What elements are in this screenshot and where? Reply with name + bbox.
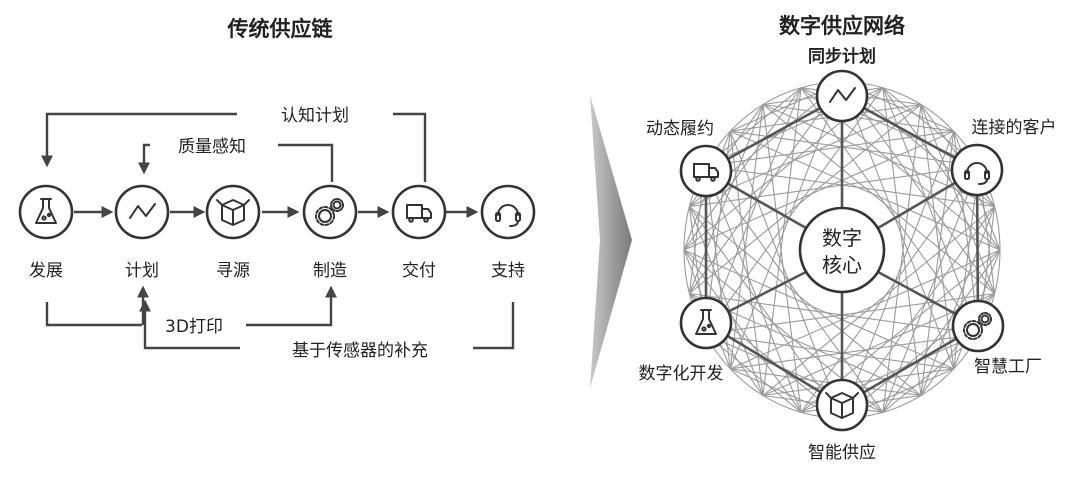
mesh-line	[762, 103, 954, 132]
digital-core: 数字 核心	[798, 206, 886, 294]
mesh-line	[762, 368, 954, 397]
right-node-label: 智能供应	[808, 443, 876, 463]
transition-arrow	[590, 95, 632, 388]
right-node-label: 连接的客户	[972, 118, 1057, 138]
right-node-label: 智慧工厂	[974, 357, 1042, 377]
right-node-label: 数字化开发	[639, 364, 724, 384]
label-3d-printing: 3D打印	[165, 317, 223, 337]
core-label-line1: 数字	[822, 226, 862, 250]
mesh-line	[683, 249, 802, 413]
right-node-label: 动态履约	[646, 119, 714, 139]
mesh-line	[882, 249, 1001, 413]
truck-icon	[693, 163, 719, 182]
left-node-plan: 计划	[114, 184, 170, 281]
mesh-line	[730, 130, 1001, 251]
mesh-line	[689, 104, 922, 294]
mesh-line	[800, 165, 980, 413]
trend-icon	[129, 203, 156, 219]
right-title: 数字供应网络	[779, 14, 905, 38]
flask-icon	[695, 309, 717, 335]
headset-icon	[964, 162, 990, 185]
mesh-line	[841, 131, 955, 419]
truck-icon	[406, 204, 432, 223]
mesh-line	[730, 368, 922, 397]
trend-icon	[829, 87, 856, 103]
mesh-line	[704, 165, 884, 413]
left-node-deliver: 交付	[391, 184, 447, 281]
mesh-line	[882, 87, 1001, 251]
left-node-label: 支持	[491, 261, 525, 281]
mesh-line	[762, 87, 802, 396]
mesh-line	[729, 81, 843, 369]
right-node-smart-factory: 智慧工厂	[951, 299, 1042, 377]
feedback-3d-printing: 3D打印	[45, 285, 337, 337]
mesh-line	[920, 206, 996, 396]
mesh-line	[688, 104, 764, 294]
mesh-line	[730, 130, 979, 167]
left-title: 传统供应链	[227, 17, 334, 41]
core-label-line2: 核心	[822, 253, 862, 277]
mesh-line	[689, 165, 979, 208]
mesh-line	[705, 292, 995, 335]
mesh-line	[689, 206, 922, 396]
feedback-sensor-replenishment: 基于传感器的补充	[139, 299, 515, 361]
mesh-line	[882, 104, 922, 413]
label-cognitive-planning: 认知计划	[281, 106, 349, 126]
left-node-make: 制造	[302, 184, 358, 281]
mesh-line	[705, 165, 995, 208]
flask-icon	[35, 198, 57, 224]
mesh-line	[882, 87, 922, 396]
left-node-label: 制造	[313, 261, 347, 281]
label-quality-sensing: 质量感知	[178, 137, 246, 157]
mesh-line	[920, 104, 996, 294]
mesh-line	[729, 131, 843, 419]
left-node-support: 支持	[480, 184, 536, 281]
mesh-line	[704, 333, 802, 413]
gears-icon	[315, 198, 344, 226]
left-node-source: 寻源	[205, 184, 261, 281]
mesh-line	[730, 249, 1001, 370]
left-node-label: 寻源	[216, 261, 250, 281]
right-node-digital-development: 数字化开发	[639, 296, 733, 384]
right-node-sync-planning: 同步计划	[808, 46, 876, 123]
mesh-line	[704, 87, 884, 335]
mesh-line	[762, 206, 995, 396]
left-node-label: 发展	[29, 261, 63, 281]
mesh-line	[762, 104, 802, 413]
mesh-line	[730, 103, 922, 132]
headset-icon	[495, 204, 521, 227]
right-node-connected-customer: 连接的客户	[950, 118, 1057, 197]
box-icon	[216, 199, 250, 226]
left-node-label: 交付	[402, 261, 436, 281]
mesh-line	[683, 249, 954, 370]
feedback-quality-sensing: 质量感知	[138, 137, 334, 182]
box-icon	[825, 392, 859, 419]
mesh-line	[800, 87, 980, 335]
right-node-dynamic-fulfillment: 动态履约	[646, 119, 733, 198]
mesh-line	[841, 81, 955, 369]
label-sensor-replenishment: 基于传感器的补充	[292, 341, 428, 361]
right-node-smart-supply: 智能供应	[808, 378, 876, 463]
mesh-line	[762, 103, 995, 208]
left-node-develop: 发展	[18, 184, 74, 281]
gears-icon	[963, 312, 992, 340]
left-node-label: 计划	[125, 261, 159, 281]
mesh-line	[683, 130, 954, 251]
mesh-line	[689, 292, 979, 335]
feedback-cognitive-planning: 认知计划	[41, 106, 427, 182]
right-node-label: 同步计划	[808, 46, 876, 67]
mesh-line	[762, 104, 995, 294]
mesh-line	[683, 87, 802, 251]
mesh-line	[688, 206, 764, 396]
